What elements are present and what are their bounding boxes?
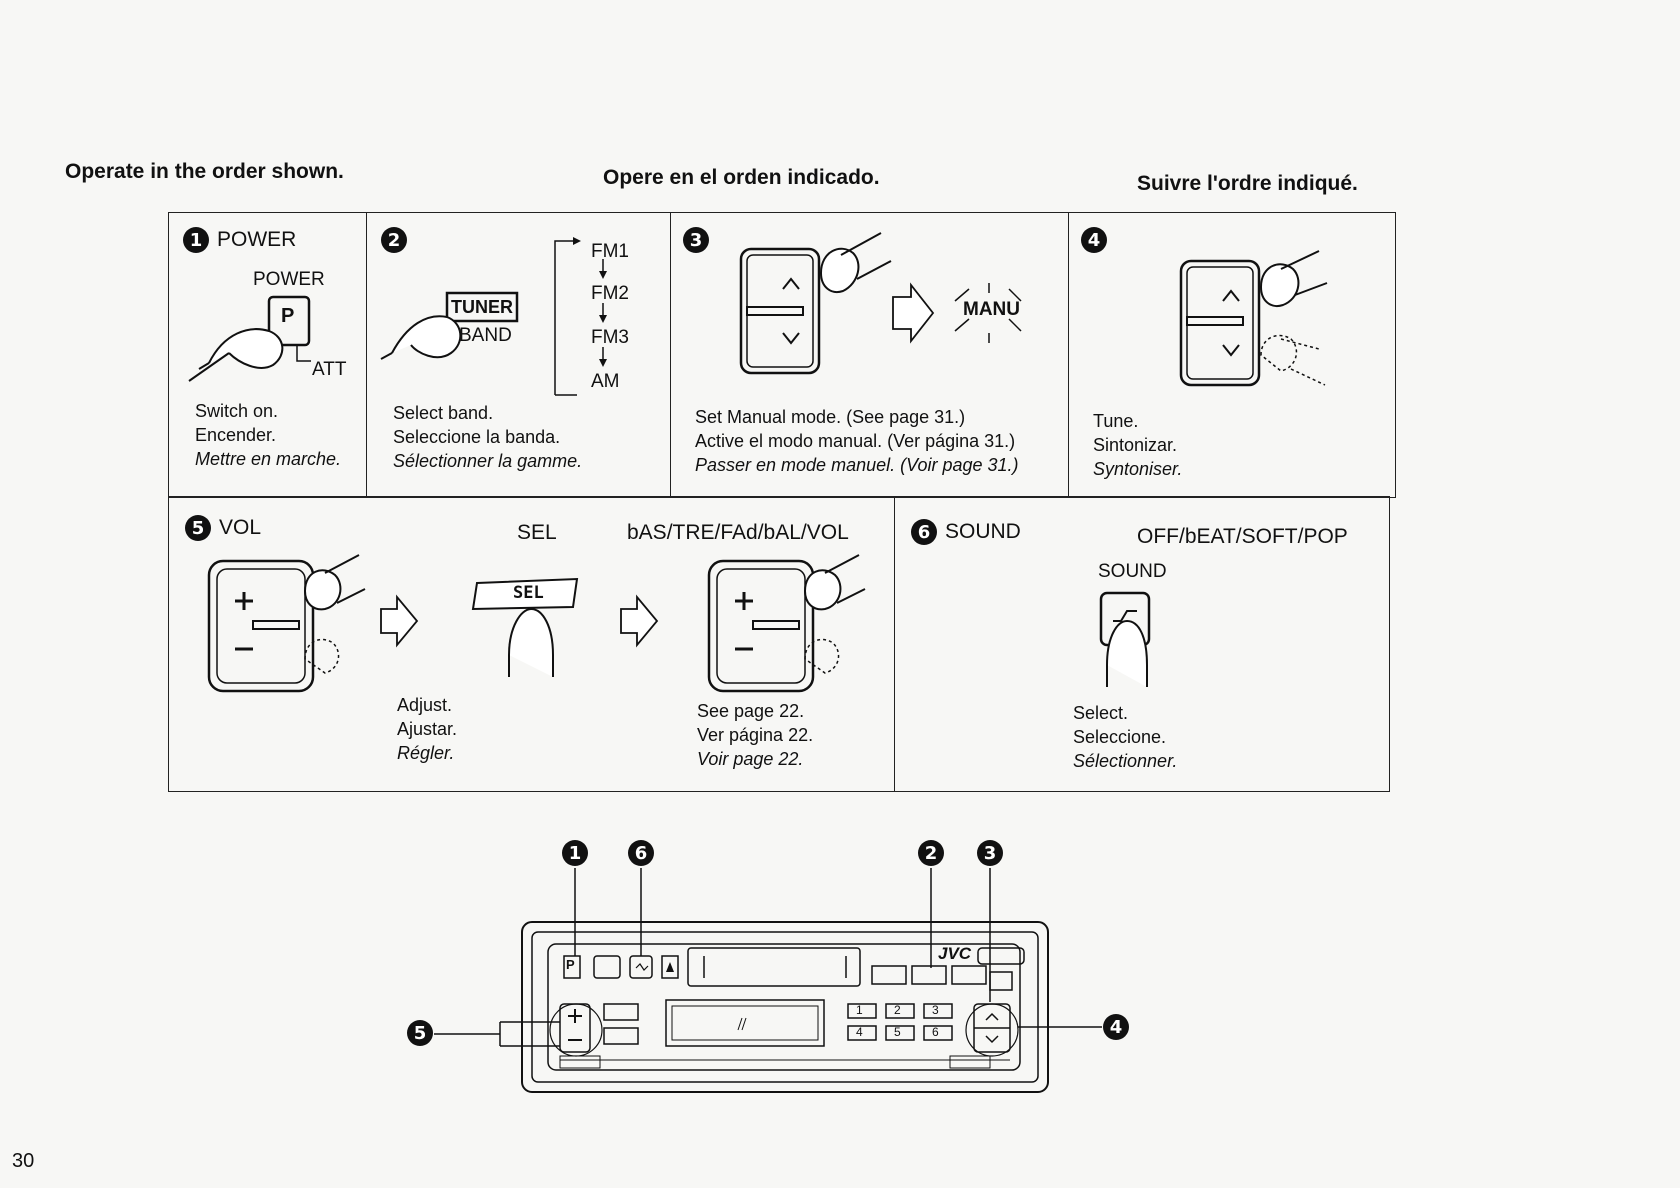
step-5-title: VOL: [219, 516, 262, 539]
sound-effects-list: OFF/bEAT/SOFT/POP: [1137, 525, 1348, 548]
power-button-label: POWER: [253, 269, 325, 290]
caption-es: Active el modo manual. (Ver página 31.): [695, 431, 1016, 451]
page-number: 30: [12, 1150, 35, 1172]
step-4-number: 4: [1081, 227, 1107, 253]
sel-label: SEL: [517, 521, 557, 544]
step-6-number: 6: [911, 519, 937, 545]
steps-row-1: 1 POWER POWER P ATT Switch on. Encender.…: [168, 212, 1396, 498]
band-button-label: BAND: [459, 325, 512, 346]
step-1-number: 1: [183, 227, 209, 253]
caption-en: Set Manual mode. (See page 31.): [695, 407, 966, 427]
power-key-p: P: [281, 305, 295, 327]
tuner-band-illustration: [380, 237, 607, 396]
header-fr: Suivre l'ordre indiqué.: [1137, 172, 1358, 195]
step-4-caption: Tune. Sintonizar. Syntoniser.: [1093, 409, 1182, 481]
preset-3: 3: [932, 1003, 939, 1017]
caption-fr: Sélectionner la gamme.: [393, 451, 583, 471]
caption-es: Ver página 22.: [697, 725, 814, 745]
panel-callout-3: 3: [977, 840, 1003, 866]
seek-tune-illustration: [1179, 250, 1328, 387]
step-6: 6 SOUND OFF/bEAT/SOFT/POP SOUND Select. …: [895, 497, 1391, 791]
sound-modes-list: bAS/TRE/FAd/bAL/VOL: [627, 521, 849, 544]
panel-callout-6: 6: [628, 840, 654, 866]
power-press-illustration: [188, 295, 311, 382]
panel-callout-2: 2: [918, 840, 944, 866]
caption-fr: Voir page 22.: [697, 749, 804, 769]
caption-en: Tune.: [1093, 411, 1139, 431]
caption-en: See page 22.: [697, 701, 805, 721]
caption-es: Seleccione.: [1073, 727, 1167, 747]
step-3-number: 3: [683, 227, 709, 253]
caption-fr: Passer en mode manuel. (Voir page 31.): [695, 455, 1019, 475]
preset-6: 6: [932, 1025, 939, 1039]
caption-en: Adjust.: [397, 695, 453, 715]
step-2: 2 TUNER BAND FM1 FM2 FM3 AM Select band.…: [367, 213, 671, 497]
manu-display: MANU: [963, 299, 1020, 320]
preset-2: 2: [894, 1003, 901, 1017]
band-fm3: FM3: [591, 327, 629, 348]
caption-fr: Syntoniser.: [1093, 459, 1183, 479]
tuner-button-label: TUNER: [451, 297, 513, 317]
step-5-number: 5: [185, 515, 211, 541]
vol-sel-illustration: [207, 554, 866, 693]
step-5-caption-see: See page 22. Ver página 22. Voir page 22…: [697, 699, 813, 771]
step-3-caption: Set Manual mode. (See page 31.) Active e…: [695, 405, 1019, 477]
step-4: 4 Tune. Sintonizar. Syntoniser.: [1069, 213, 1397, 497]
band-fm1: FM1: [591, 241, 629, 262]
preset-5: 5: [894, 1025, 901, 1039]
seek-up-illustration: [739, 232, 1022, 375]
sel-button-label: SEL: [513, 583, 544, 603]
step-5: 5 VOL SEL bAS/TRE/FAd/bAL/VOL: [169, 497, 895, 791]
step-2-caption: Select band. Seleccione la banda. Sélect…: [393, 401, 582, 473]
jvc-logo: JVC: [938, 944, 972, 963]
caption-es: Sintonizar.: [1093, 435, 1178, 455]
att-label: ATT: [312, 359, 347, 380]
step-1-caption: Switch on. Encender. Mettre en marche.: [195, 399, 341, 471]
steps-row-2: 5 VOL SEL bAS/TRE/FAd/bAL/VOL: [168, 496, 1390, 792]
caption-fr: Mettre en marche.: [195, 449, 342, 469]
caption-en: Select band.: [393, 403, 494, 423]
caption-fr: Régler.: [397, 743, 455, 763]
panel-callout-4: 4: [1103, 1014, 1129, 1040]
panel-callout-1: 1: [562, 840, 588, 866]
band-fm2: FM2: [591, 283, 629, 304]
header-es: Opere en el orden indicado.: [603, 166, 880, 189]
caption-es: Ajustar.: [397, 719, 458, 739]
step-2-number: 2: [381, 227, 407, 253]
step-1: 1 POWER POWER P ATT Switch on. Encender.…: [169, 213, 367, 497]
preset-1: 1: [856, 1003, 863, 1017]
caption-en: Select.: [1073, 703, 1129, 723]
panel-key-p: P: [566, 957, 575, 972]
caption-en: Switch on.: [195, 401, 279, 421]
step-1-title: POWER: [217, 228, 297, 251]
panel-callout-5: 5: [407, 1020, 433, 1046]
caption-es: Seleccione la banda.: [393, 427, 561, 447]
sound-press-illustration: [1099, 591, 1151, 687]
caption-es: Encender.: [195, 425, 277, 445]
step-5-caption-adjust: Adjust. Ajustar. Régler.: [397, 693, 457, 765]
step-3: 3 MANU Set Manual mode. (See page 31.) A…: [671, 213, 1069, 497]
header-en: Operate in the order shown.: [65, 160, 344, 183]
band-am: AM: [591, 371, 620, 392]
preset-4: 4: [856, 1025, 863, 1039]
step-6-caption: Select. Seleccione. Sélectionner.: [1073, 701, 1177, 773]
caption-fr: Sélectionner.: [1073, 751, 1178, 771]
sound-button-label: SOUND: [1098, 561, 1167, 582]
step-6-title: SOUND: [945, 520, 1021, 543]
